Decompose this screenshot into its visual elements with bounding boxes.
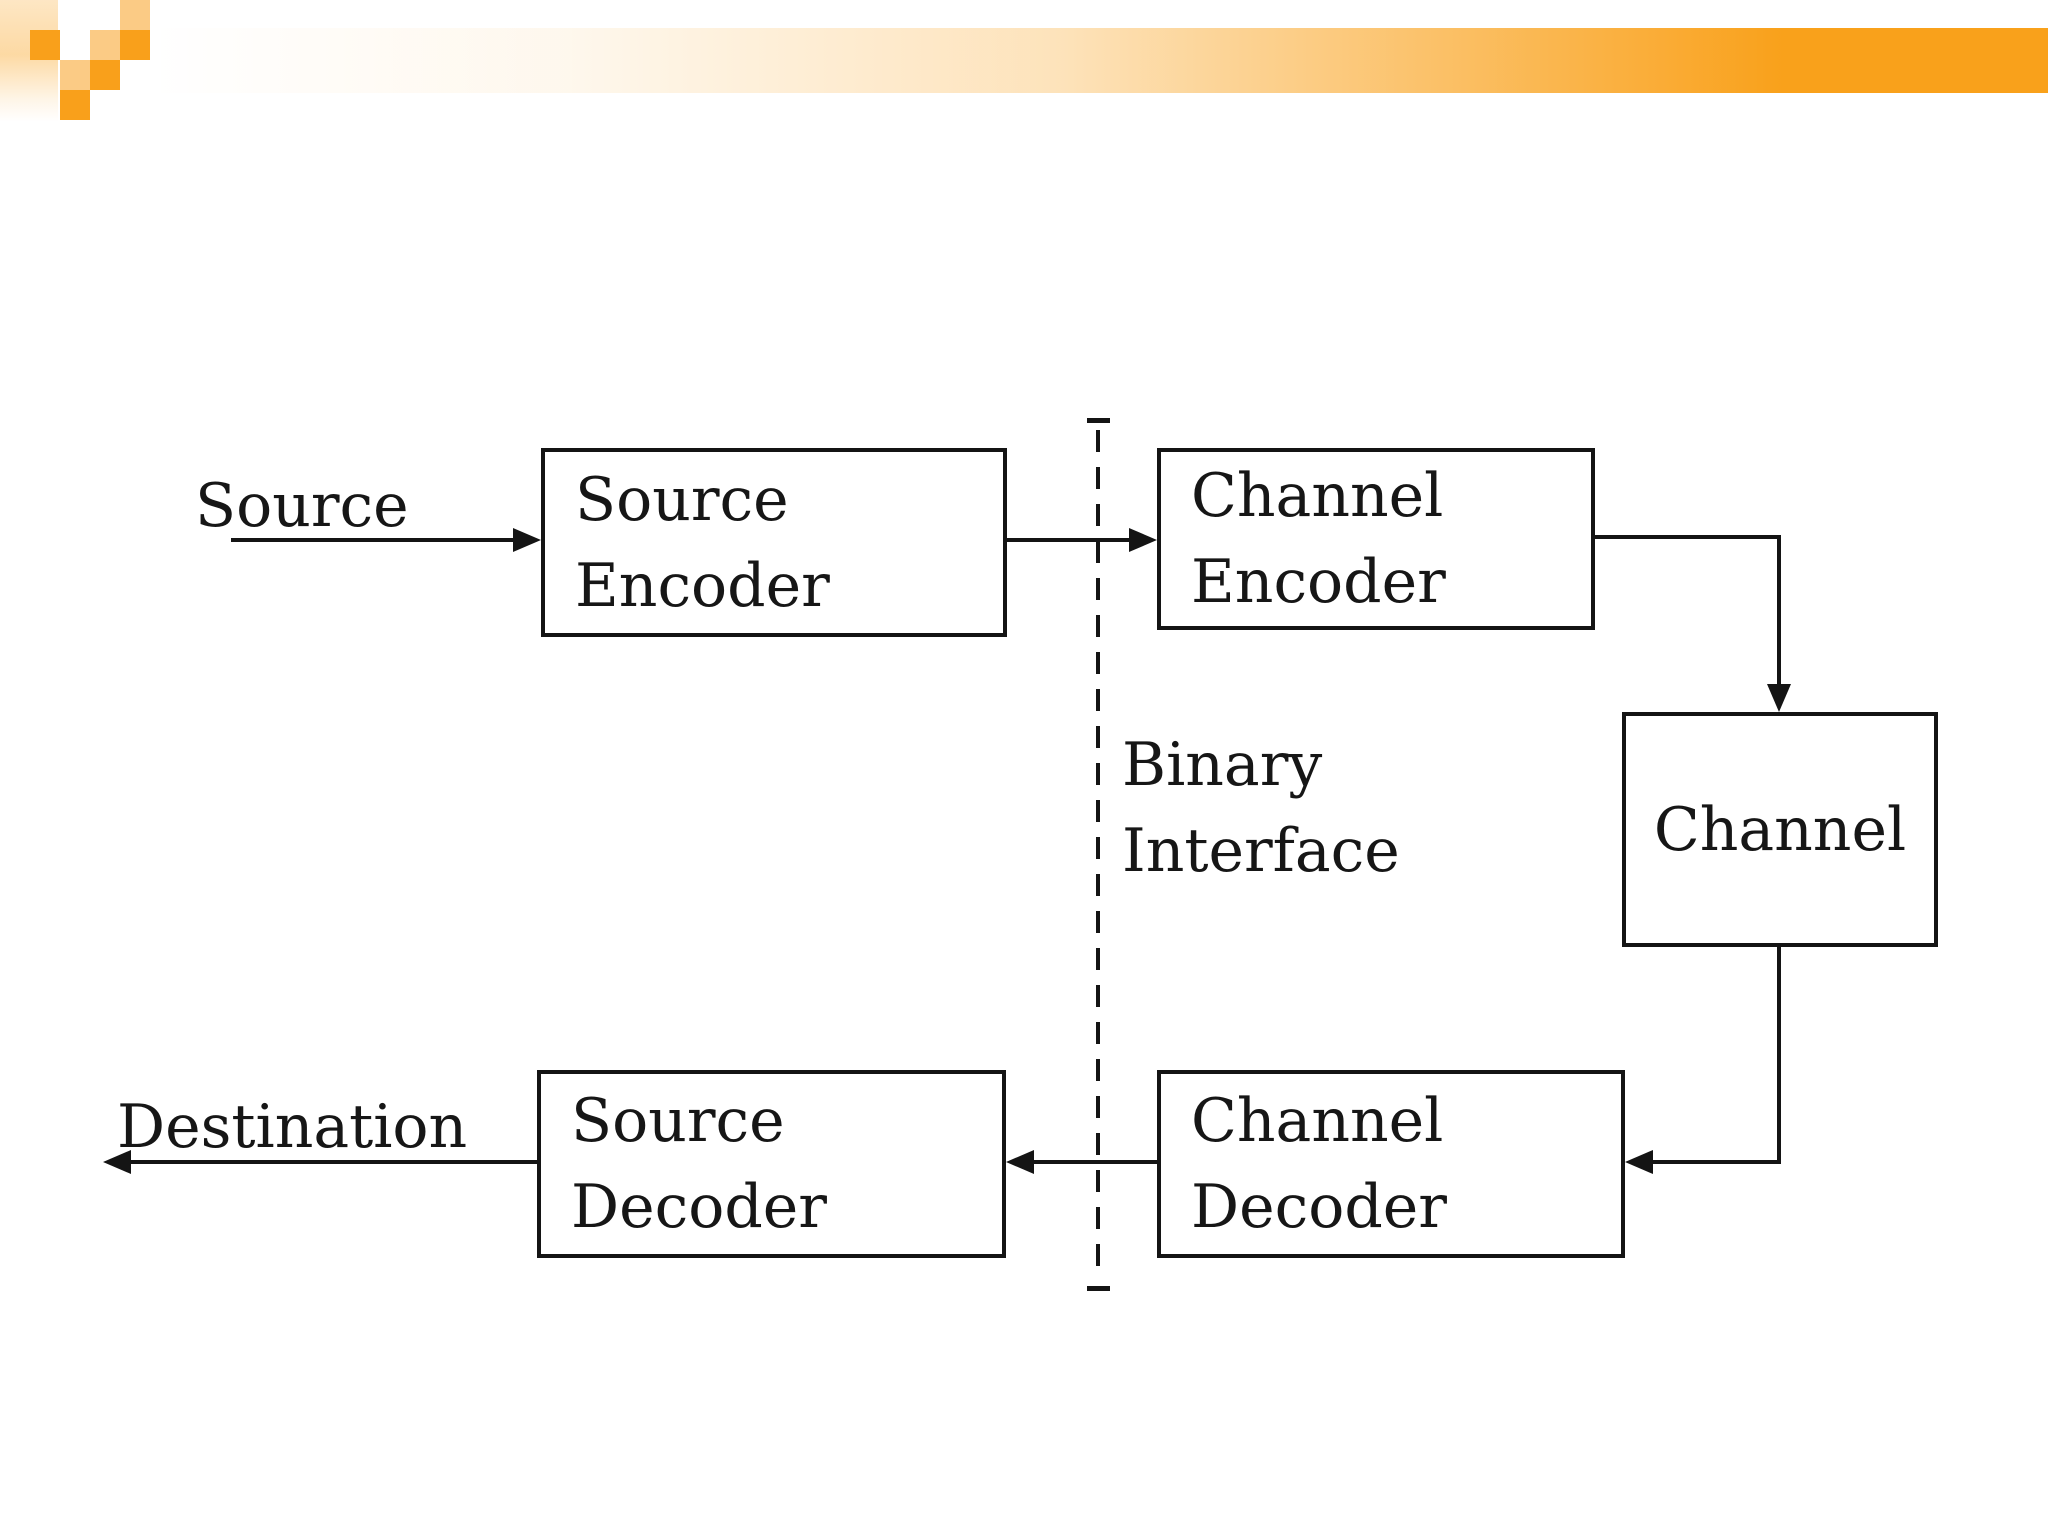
source-encoder-label-line2: Encoder <box>575 550 830 621</box>
binary-interface-label-line2: Interface <box>1122 816 1400 886</box>
arrow-channel-encoder-to-channel-h <box>1593 535 1781 539</box>
pixel-square <box>60 90 90 120</box>
channel-label: Channel <box>1653 794 1907 865</box>
channel-encoder-box: Channel Encoder <box>1157 448 1595 630</box>
arrowhead-right-icon <box>1129 528 1157 552</box>
header-gradient-band <box>150 28 2048 93</box>
binary-interface-divider-top-cap <box>1087 418 1110 423</box>
channel-encoder-label-line2: Encoder <box>1191 547 1446 617</box>
binary-interface-label-line1: Binary <box>1122 730 1323 800</box>
arrow-channel-to-channel-decoder-h <box>1649 1160 1781 1164</box>
arrowhead-left-icon <box>1625 1150 1653 1174</box>
pixel-square <box>90 30 120 60</box>
channel-decoder-label-line1: Channel <box>1191 1086 1444 1156</box>
channel-encoder-label-line1: Channel <box>1191 461 1444 531</box>
arrowhead-left-icon <box>103 1150 131 1174</box>
source-label: Source <box>195 471 409 541</box>
arrowhead-left-icon <box>1006 1150 1034 1174</box>
arrow-source-decoder-to-destination <box>127 1160 537 1164</box>
arrow-channel-decoder-to-source-decoder <box>1030 1160 1157 1164</box>
binary-interface-label: Binary Interface <box>1122 722 1400 894</box>
source-decoder-label-line2: Decoder <box>571 1172 827 1242</box>
source-encoder-box: Source Encoder <box>541 448 1007 637</box>
binary-interface-divider-dashed-line <box>1096 430 1100 1280</box>
pixel-square <box>60 60 90 90</box>
pixel-square <box>120 0 150 30</box>
source-decoder-box: Source Decoder <box>537 1070 1006 1258</box>
arrowhead-down-icon <box>1767 684 1791 712</box>
pixel-square <box>120 30 150 60</box>
channel-decoder-label-line2: Decoder <box>1191 1172 1447 1242</box>
binary-interface-divider-bottom-cap <box>1087 1286 1110 1291</box>
source-encoder-label-line1: Source <box>575 464 789 535</box>
channel-box: Channel <box>1622 712 1938 947</box>
arrowhead-right-icon <box>513 528 541 552</box>
arrow-channel-to-channel-decoder-v <box>1777 945 1781 1164</box>
pixel-square <box>90 60 120 90</box>
header-left-gradient-strip <box>0 0 58 122</box>
pixel-square <box>30 30 60 60</box>
destination-label: Destination <box>117 1092 468 1162</box>
arrow-channel-encoder-to-channel-v <box>1777 535 1781 688</box>
channel-decoder-box: Channel Decoder <box>1157 1070 1625 1258</box>
source-decoder-label-line1: Source <box>571 1086 785 1156</box>
arrow-source-to-source-encoder <box>231 538 517 542</box>
arrow-source-encoder-to-channel-encoder <box>1005 538 1131 542</box>
